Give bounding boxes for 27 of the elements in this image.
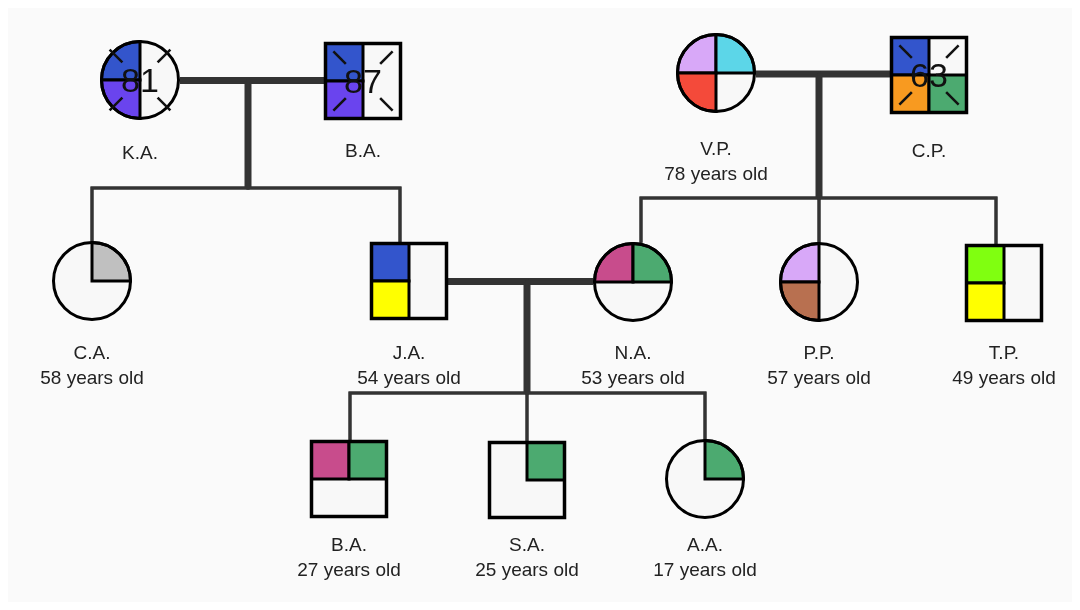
age-label: 17 years old (653, 559, 757, 581)
age-label: 58 years old (40, 367, 144, 389)
symbol-number: 63 (909, 57, 949, 93)
age-label: 57 years old (767, 367, 871, 389)
person-initials: J.A. (392, 342, 426, 364)
person-initials: S.A. (509, 534, 545, 556)
person-initials: P.P. (803, 342, 835, 364)
person-initials: B.A. (345, 140, 381, 162)
marriage-line (756, 70, 890, 78)
person-initials: K.A. (122, 142, 158, 164)
symbol-number: 87 (343, 63, 383, 99)
descent-line (817, 73, 998, 244)
age-label: 54 years old (357, 367, 461, 389)
person-initials: A.A. (687, 534, 723, 556)
person-initials: C.A. (73, 342, 111, 364)
age-label: 49 years old (952, 367, 1056, 389)
age-label: 53 years old (581, 367, 685, 389)
person-initials: N.A. (614, 342, 652, 364)
symbol-number: 81 (120, 62, 160, 98)
person-initials: V.P. (700, 138, 732, 160)
age-label: 27 years old (297, 559, 401, 581)
person-initials: B.A. (331, 534, 367, 556)
person-initials: T.P. (988, 342, 1020, 364)
age-label: 78 years old (664, 163, 768, 185)
descent-line (525, 280, 707, 439)
person-initials: C.P. (911, 140, 947, 162)
age-label: 25 years old (475, 559, 579, 581)
